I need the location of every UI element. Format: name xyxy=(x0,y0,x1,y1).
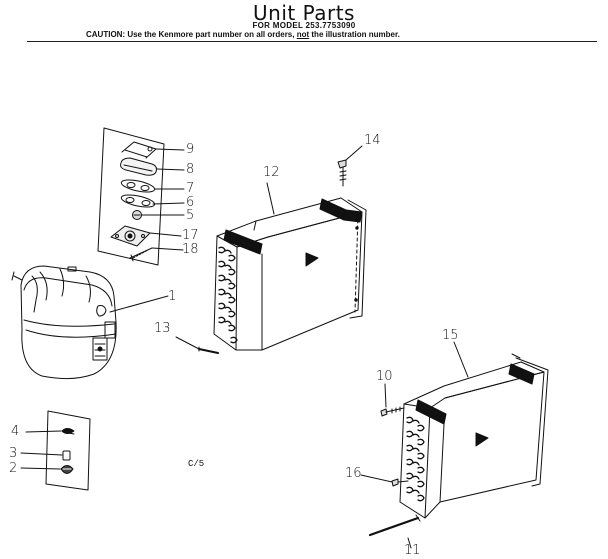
callout-17: 17 xyxy=(182,228,199,243)
part-9-bracket xyxy=(121,141,157,159)
leader-12 xyxy=(266,182,275,215)
part-2-grommet xyxy=(60,465,74,474)
small-parts-leaders xyxy=(141,148,185,251)
part-4-grommet xyxy=(61,428,75,435)
small-parts-panel xyxy=(97,127,165,266)
part-11-tube xyxy=(368,514,421,537)
mounting-parts-panel xyxy=(45,410,91,491)
part-18-bolt xyxy=(129,247,153,262)
caution-emphasis: not xyxy=(296,30,310,39)
callout-5: 5 xyxy=(186,208,195,223)
part-12-condenser-coil xyxy=(213,197,367,351)
caution-note: CAUTION: Use the Kenmore part number on … xyxy=(86,30,400,39)
part-1-compressor xyxy=(11,265,117,380)
leader-13 xyxy=(175,336,200,350)
callout-10: 10 xyxy=(376,369,393,384)
coil-return-bends xyxy=(218,246,238,344)
model-number-line: FOR MODEL 253.7753090 xyxy=(252,21,356,30)
callout-18: 18 xyxy=(182,242,199,257)
callout-11: 11 xyxy=(404,543,421,558)
part-17-valve-plate xyxy=(110,225,151,247)
callout-4: 4 xyxy=(11,424,20,439)
leader-16 xyxy=(360,474,393,483)
evaporator-return-bends xyxy=(406,416,425,502)
caution-text: CAUTION: Use the Kenmore part number on … xyxy=(86,30,295,39)
part-15-evaporator-coil xyxy=(399,353,549,519)
callout-6: 6 xyxy=(186,195,195,210)
header-divider xyxy=(27,41,597,42)
part-10-screw xyxy=(380,406,405,417)
callout-7: 7 xyxy=(186,181,195,196)
leader-15 xyxy=(453,341,469,378)
callout-15: 15 xyxy=(442,328,459,343)
callout-12: 12 xyxy=(263,165,280,180)
part-13-pin xyxy=(198,346,219,354)
callout-9: 9 xyxy=(186,142,195,157)
leader-10 xyxy=(384,383,387,408)
leader-14 xyxy=(345,145,363,161)
part-14-screw xyxy=(337,159,347,187)
callout-14: 14 xyxy=(364,133,381,148)
callout-8: 8 xyxy=(186,162,195,177)
leader-11 xyxy=(407,537,412,549)
part-5-valve xyxy=(132,210,142,220)
caution-text-end: the illustration number. xyxy=(311,30,400,39)
callout-2: 2 xyxy=(9,461,18,476)
callout-13: 13 xyxy=(154,321,171,336)
page-code: C/5 xyxy=(188,459,205,469)
part-6-gasket xyxy=(120,194,156,208)
callout-16: 16 xyxy=(345,466,362,481)
part-8-cover xyxy=(120,157,157,176)
callout-1: 1 xyxy=(168,289,177,304)
part-16-screw xyxy=(391,478,409,487)
mounting-parts-leaders xyxy=(20,430,63,470)
part-7-gasket xyxy=(120,179,156,193)
part-3-spacer xyxy=(62,450,71,461)
callout-3: 3 xyxy=(9,446,18,461)
page-title: Unit Parts xyxy=(253,1,355,25)
leader-1 xyxy=(109,295,169,313)
